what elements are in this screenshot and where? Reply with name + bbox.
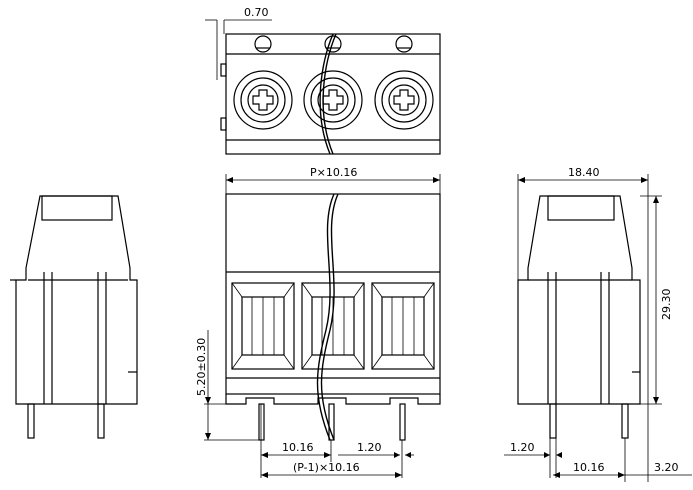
front-view: P×10.16 5.20±0.30 10.16 1.20 (P-1)×10.16 xyxy=(195,166,441,478)
dim-top-offset: 0.70 xyxy=(244,6,269,19)
dim-pitch: P×10.16 xyxy=(310,166,357,179)
dim-pin-pitch-side: 10.16 xyxy=(573,461,605,474)
left-side-outline xyxy=(15,195,138,405)
left-side-view xyxy=(10,195,138,439)
pin-3 xyxy=(399,403,406,441)
cross-slot-icon xyxy=(252,89,274,111)
dim-pin-width-side: 1.20 xyxy=(510,441,535,454)
dim-height: 29.30 xyxy=(660,289,673,321)
wire-opening-2 xyxy=(301,282,365,370)
dim-pin-width-front: 1.20 xyxy=(357,441,382,454)
right-side-outline xyxy=(517,195,641,405)
dim-pin-offset-side: 3.20 xyxy=(654,461,679,474)
dim-total-pitch: (P-1)×10.16 xyxy=(293,461,360,474)
cross-slot-icon xyxy=(322,89,344,111)
screw-2 xyxy=(303,35,363,130)
screw-1 xyxy=(233,35,293,130)
screw-3 xyxy=(374,35,434,130)
front-view-outline xyxy=(225,193,441,395)
dim-pin-height: 5.20±0.30 xyxy=(195,338,208,396)
dim-pin-pitch-front: 10.16 xyxy=(282,441,314,454)
wire-front xyxy=(316,193,335,441)
pin-1 xyxy=(258,403,265,441)
right-side-view: 18.40 29.30 1.20 10.16 3.20 xyxy=(504,166,692,482)
wire-opening-3 xyxy=(371,282,435,370)
top-view: 0.70 xyxy=(205,6,441,155)
wire-opening-1 xyxy=(231,282,295,370)
cross-slot-icon xyxy=(393,89,415,111)
pin-2 xyxy=(328,403,335,441)
dim-width: 18.40 xyxy=(568,166,600,179)
wire-top xyxy=(319,33,334,155)
